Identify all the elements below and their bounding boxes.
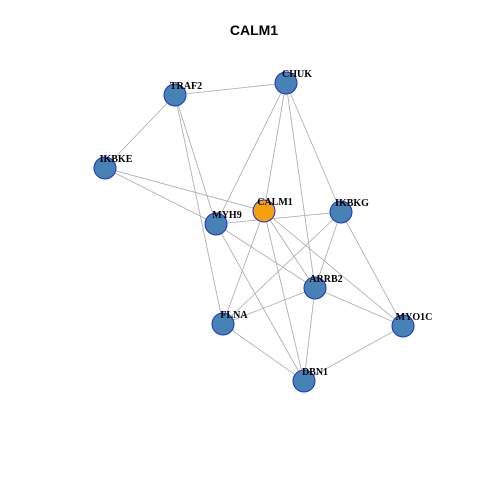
node-label-traf2: TRAF2 [170, 81, 202, 92]
edge-ikbkg-flna [222, 211, 342, 325]
edge-ikbke-calm1 [104, 167, 265, 212]
edge-myo1c-dbn1 [303, 325, 404, 382]
edge-arrb2-dbn1 [303, 287, 316, 382]
edge-ikbke-myh9 [104, 167, 217, 225]
node-label-ikbkg: IKBKG [335, 198, 369, 209]
node-arrb2 [303, 276, 327, 300]
edge-traf2-flna [174, 94, 224, 325]
edge-arrb2-flna [222, 287, 316, 325]
edge-myh9-dbn1 [215, 223, 305, 382]
edges-layer [104, 82, 404, 382]
edge-arrb2-myo1c [314, 287, 404, 327]
nodes-layer [93, 71, 415, 393]
edge-chuk-arrb2 [285, 82, 316, 289]
edge-traf2-ikbke [104, 94, 176, 169]
node-label-calm1: CALM1 [257, 197, 293, 208]
edge-ikbkg-myo1c [340, 211, 404, 327]
edge-chuk-calm1 [263, 82, 287, 212]
edge-calm1-flna [222, 210, 265, 325]
edge-flna-dbn1 [222, 323, 305, 382]
edge-myh9-ikbkg [215, 211, 342, 225]
node-label-chuk: CHUK [282, 69, 312, 80]
edge-traf2-chuk [174, 82, 287, 96]
node-calm1 [252, 199, 276, 223]
node-dbn1 [292, 369, 316, 393]
node-myh9 [204, 212, 228, 236]
node-label-dbn1: DBN1 [302, 367, 328, 378]
edge-chuk-ikbkg [285, 82, 342, 213]
node-ikbkg [329, 200, 353, 224]
edge-myh9-arrb2 [215, 223, 316, 289]
node-label-arrb2: ARRB2 [309, 274, 342, 285]
edge-ikbkg-arrb2 [314, 211, 342, 289]
node-myo1c [391, 314, 415, 338]
node-flna [211, 312, 235, 336]
node-label-flna: FLNA [220, 310, 248, 321]
edge-calm1-dbn1 [263, 210, 305, 382]
node-label-myh9: MYH9 [212, 210, 241, 221]
edge-calm1-myo1c [263, 210, 404, 327]
node-ikbke [93, 156, 117, 180]
node-traf2 [163, 83, 187, 107]
node-label-ikbke: IKBKE [100, 154, 133, 165]
node-chuk [274, 71, 298, 95]
node-label-myo1c: MYO1C [396, 312, 433, 323]
graph-title: CALM1 [230, 22, 278, 38]
edge-chuk-myh9 [215, 82, 287, 225]
edge-calm1-arrb2 [263, 210, 316, 289]
edge-traf2-myh9 [174, 94, 217, 225]
